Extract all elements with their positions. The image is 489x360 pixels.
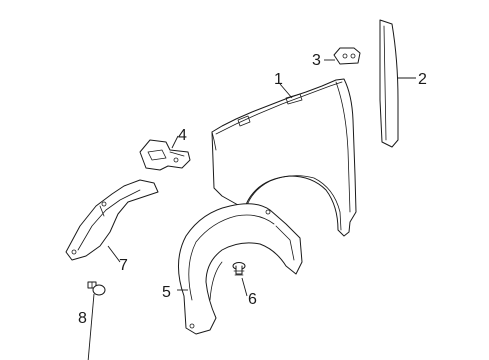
part-7-splash-shield xyxy=(65,179,159,261)
callout-6: 6 xyxy=(248,291,257,308)
part-1-fender xyxy=(211,78,357,237)
part-5-fender-liner xyxy=(178,203,303,335)
callout-7: 7 xyxy=(119,257,128,274)
part-8-push-pin xyxy=(87,281,106,296)
callout-1: 1 xyxy=(274,71,283,88)
part-4-bracket xyxy=(139,139,191,171)
part-2-molding xyxy=(379,19,399,148)
part-3-bracket xyxy=(333,47,361,65)
callout-4: 4 xyxy=(178,127,187,144)
leader-lines xyxy=(87,59,416,360)
callout-3: 3 xyxy=(312,52,321,69)
callout-8: 8 xyxy=(78,310,87,327)
callout-2: 2 xyxy=(418,71,427,88)
part-6-clip xyxy=(232,262,246,276)
callout-5: 5 xyxy=(162,284,171,301)
